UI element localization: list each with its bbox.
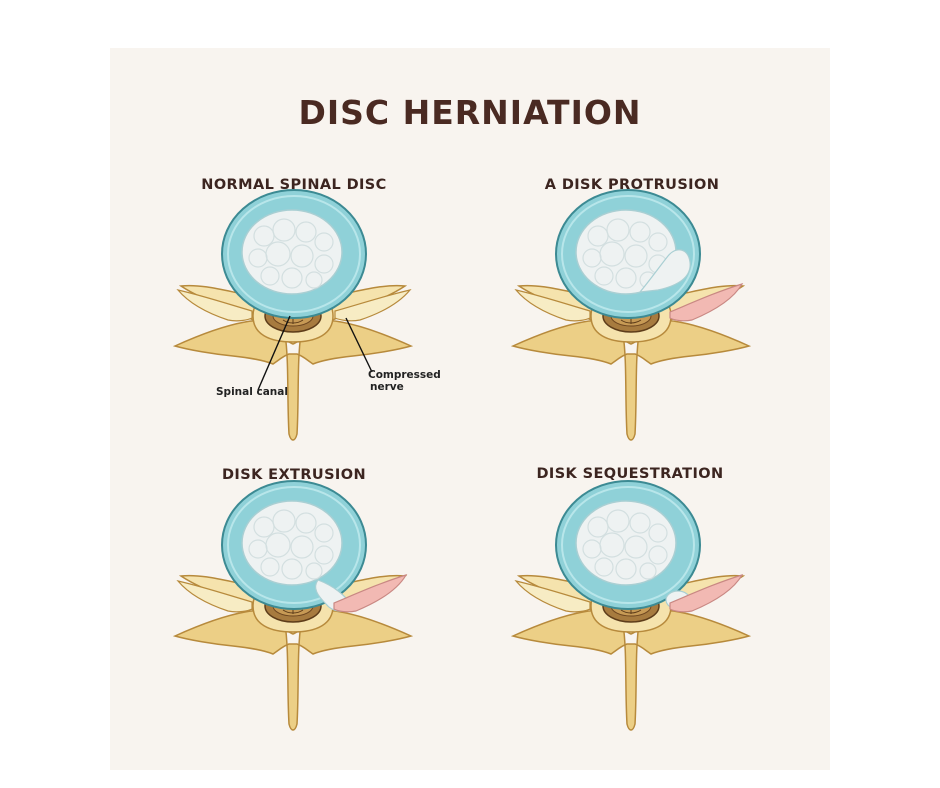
normal-disc <box>221 189 367 319</box>
sequestration-inflamed-nerve <box>669 573 744 613</box>
protrusion-inflamed-nerve <box>669 282 744 322</box>
extrusion-nerve-left <box>176 580 253 613</box>
protrusion-bulge <box>638 249 691 293</box>
protrusion-nerve-left <box>514 289 591 322</box>
spinal-canal-pointer <box>257 315 291 391</box>
extrusion-disc <box>221 480 367 610</box>
compressed-nerve-pointer <box>345 317 373 373</box>
spinal-canal-label: Spinal canal <box>216 386 288 398</box>
label-disk-sequestration: DISK SEQUESTRATION <box>536 466 724 482</box>
sequestration-disc <box>555 480 701 610</box>
sequestration-nerve-left <box>514 580 591 613</box>
label-disk-extrusion: DISK EXTRUSION <box>222 467 366 483</box>
background-panel <box>110 48 830 770</box>
compressed-nerve-label-line2: nerve <box>370 381 404 393</box>
label-disk-protrusion: A DISK PROTRUSION <box>544 177 720 193</box>
normal-nerve-left <box>176 289 253 322</box>
normal-nerve <box>334 289 412 322</box>
label-normal-spinal-disc: NORMAL SPINAL DISC <box>201 177 387 193</box>
page-title: DISC HERNIATION <box>298 93 642 132</box>
compressed-nerve-label-line1: Compressed <box>368 369 441 381</box>
extrusion-inflamed-nerve <box>333 573 408 613</box>
